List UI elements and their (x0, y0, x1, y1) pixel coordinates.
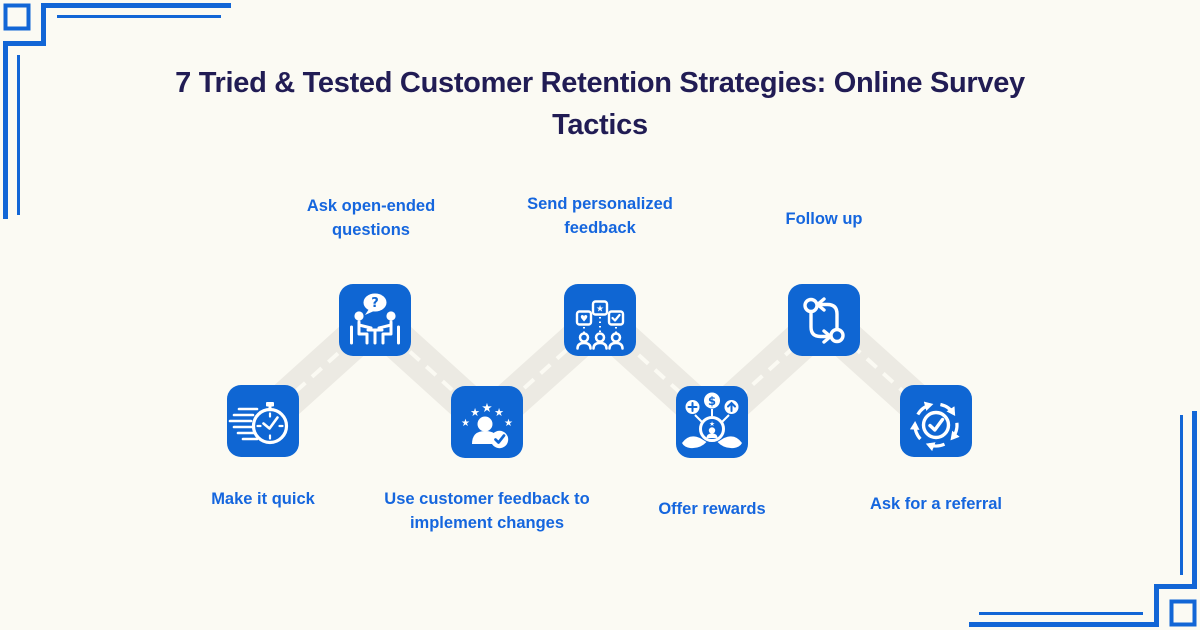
svg-text:★: ★ (481, 400, 492, 415)
step-label-ask-for-referral: Ask for a referral (869, 495, 1003, 513)
svg-text:?: ? (371, 296, 379, 311)
step-tile-follow-up (788, 284, 860, 356)
svg-text:★: ★ (709, 420, 715, 428)
step-label-use-customer-feedback: Use customer feedback to implement chang… (384, 490, 590, 532)
svg-text:★: ★ (504, 418, 513, 429)
svg-text:$: $ (708, 394, 716, 408)
step-tile-offer-rewards: $ ★ (676, 386, 748, 458)
svg-text:★: ★ (470, 406, 480, 419)
customer-rating-check-icon: ★ ★ ★ ★ ★ (451, 386, 523, 458)
personalized-messages-icon: ♥ ★ (564, 284, 636, 356)
svg-text:♥: ♥ (580, 315, 588, 325)
svg-text:★: ★ (596, 305, 604, 315)
page-title: 7 Tried & Tested Customer Retention Stra… (175, 67, 1025, 141)
referral-cycle-icon (900, 385, 972, 457)
step-tile-use-customer-feedback: ★ ★ ★ ★ ★ (451, 386, 523, 458)
step-tile-send-personalized-feedback: ♥ ★ (564, 284, 636, 356)
interview-question-icon: ? (339, 284, 411, 356)
follow-up-loop-icon (788, 284, 860, 356)
step-label-make-it-quick: Make it quick (211, 490, 315, 508)
step-tile-ask-open-ended-questions: ? (339, 284, 411, 356)
step-label-ask-open-ended-questions: Ask open-ended questions (306, 197, 436, 239)
svg-text:★: ★ (494, 406, 504, 419)
corner-frame-bottom-right (969, 411, 1197, 627)
step-label-follow-up: Follow up (785, 210, 863, 228)
rewards-in-hands-icon: $ ★ (676, 386, 748, 458)
speed-stopwatch-icon (227, 385, 299, 457)
step-tile-make-it-quick (227, 385, 299, 457)
corner-frame-top-left (3, 3, 231, 219)
step-tile-ask-for-referral (900, 385, 972, 457)
step-label-send-personalized-feedback: Send personalized feedback (527, 195, 673, 237)
step-label-offer-rewards: Offer rewards (658, 500, 766, 518)
svg-text:★: ★ (461, 418, 470, 429)
